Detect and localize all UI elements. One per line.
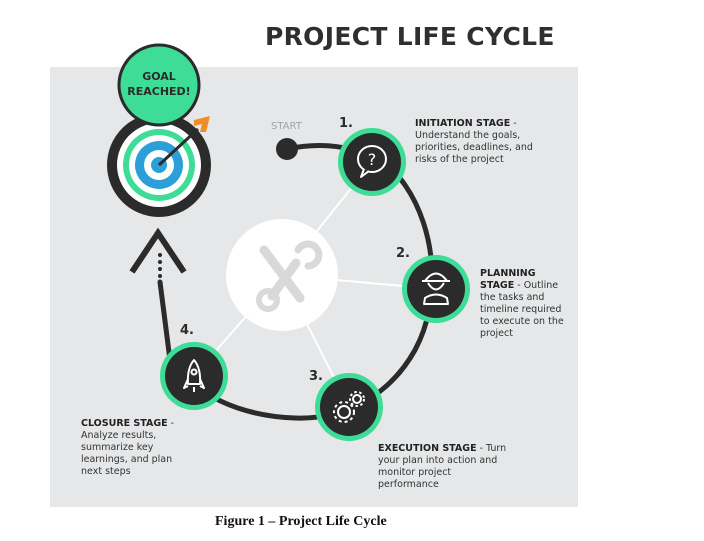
up-arrow-icon bbox=[129, 227, 187, 274]
hard-hat-worker-icon bbox=[422, 272, 450, 305]
stage-number-4: 4. bbox=[180, 323, 194, 338]
page-title: PROJECT LIFE CYCLE bbox=[265, 22, 555, 51]
figure-caption: Figure 1 – Project Life Cycle bbox=[215, 514, 387, 529]
arrow-fletching-icon bbox=[194, 116, 210, 132]
goal-label-line2: REACHED! bbox=[127, 85, 190, 98]
center-hub bbox=[226, 219, 338, 331]
stage-text-3: EXECUTION STAGE - Turn your plan into ac… bbox=[378, 443, 507, 490]
start-dot bbox=[276, 138, 298, 160]
stage-number-1: 1. bbox=[339, 116, 353, 131]
stage-node-1: ? bbox=[338, 128, 406, 196]
trail-dots bbox=[158, 253, 162, 278]
stage-name-2: PLANNING STAGE bbox=[480, 268, 536, 291]
stage-number-2: 2. bbox=[396, 246, 410, 261]
stage-number-3: 3. bbox=[309, 369, 323, 384]
svg-text:?: ? bbox=[368, 150, 377, 169]
start-label: START bbox=[271, 121, 303, 132]
goal-label-line1: GOAL bbox=[142, 70, 176, 83]
goal-badge: GOAL REACHED! bbox=[117, 43, 201, 127]
tools-icon bbox=[256, 240, 323, 312]
stage-desc-2: Outline the tasks and timeline required … bbox=[480, 280, 564, 339]
target-goal bbox=[107, 113, 211, 217]
gears-icon bbox=[333, 391, 365, 423]
stage-node-2 bbox=[402, 255, 470, 323]
stage-text-2: PLANNING STAGE - Outline the tasks and t… bbox=[480, 268, 564, 339]
stage-node-3 bbox=[315, 373, 383, 441]
question-bubble-icon: ? bbox=[357, 145, 387, 178]
stage-node-4 bbox=[160, 342, 228, 410]
stage-desc-1: Understand the goals, priorities, deadli… bbox=[415, 130, 533, 165]
stage-name-1: INITIATION STAGE bbox=[415, 118, 511, 129]
stage-text-4: CLOSURE STAGE - Analyze results, summari… bbox=[81, 418, 175, 477]
stage-text-1: INITIATION STAGE - Understand the goals,… bbox=[415, 118, 533, 165]
stage-name-4: CLOSURE STAGE bbox=[81, 418, 168, 429]
stage-desc-3: Turn your plan into action and monitor p… bbox=[378, 443, 507, 490]
stage-name-3: EXECUTION STAGE bbox=[378, 443, 477, 454]
rocket-icon bbox=[183, 359, 205, 392]
stage-desc-4: Analyze results, summarize key learnings… bbox=[81, 430, 173, 477]
